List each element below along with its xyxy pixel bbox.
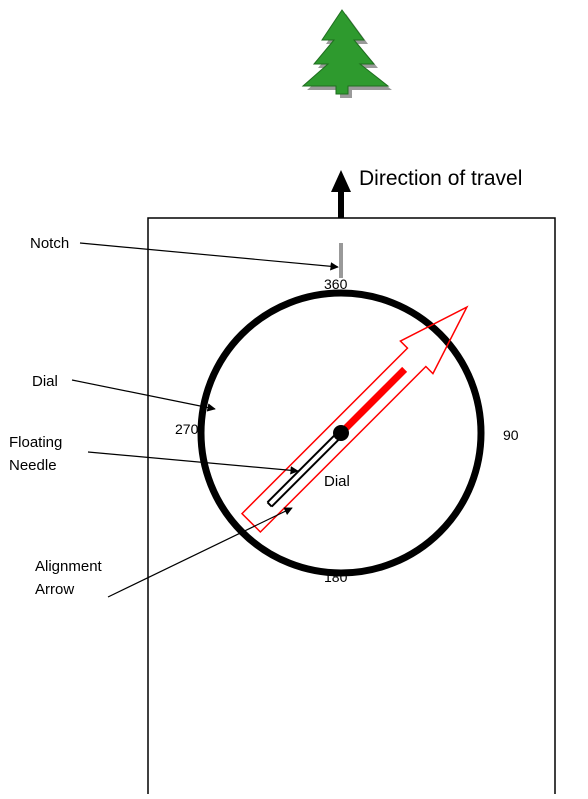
floating-needle [266, 366, 408, 508]
dial-ring [197, 289, 485, 577]
floating-needle-callout-line2: Needle [9, 457, 57, 474]
compass-baseplate [147, 217, 556, 799]
alignment-arrow-callout-line1: Alignment [35, 558, 103, 575]
degree-south-label: 180 [324, 569, 348, 585]
alignment-arrow-leader-line [107, 507, 293, 598]
tree-icon [301, 9, 392, 98]
alignment-arrow-outline [240, 305, 469, 534]
degree-west-label: 270 [175, 421, 199, 437]
direction-of-travel-label: Direction of travel [359, 167, 522, 190]
notch-leader-line [79, 242, 339, 271]
dial-callout-label: Dial [32, 373, 58, 390]
dial-leader-line [71, 379, 216, 412]
needle-pivot [333, 425, 349, 441]
alignment-arrow-callout-line2: Arrow [35, 581, 74, 598]
degree-north-label: 360 [324, 276, 348, 292]
floating-needle-callout-line1: Floating [9, 434, 62, 451]
dial-inner-label: Dial [324, 473, 350, 490]
direction-arrow [331, 170, 351, 218]
notch-callout-label: Notch [30, 235, 69, 252]
floating-needle-leader-line [87, 451, 299, 475]
degree-east-label: 90 [503, 427, 519, 443]
